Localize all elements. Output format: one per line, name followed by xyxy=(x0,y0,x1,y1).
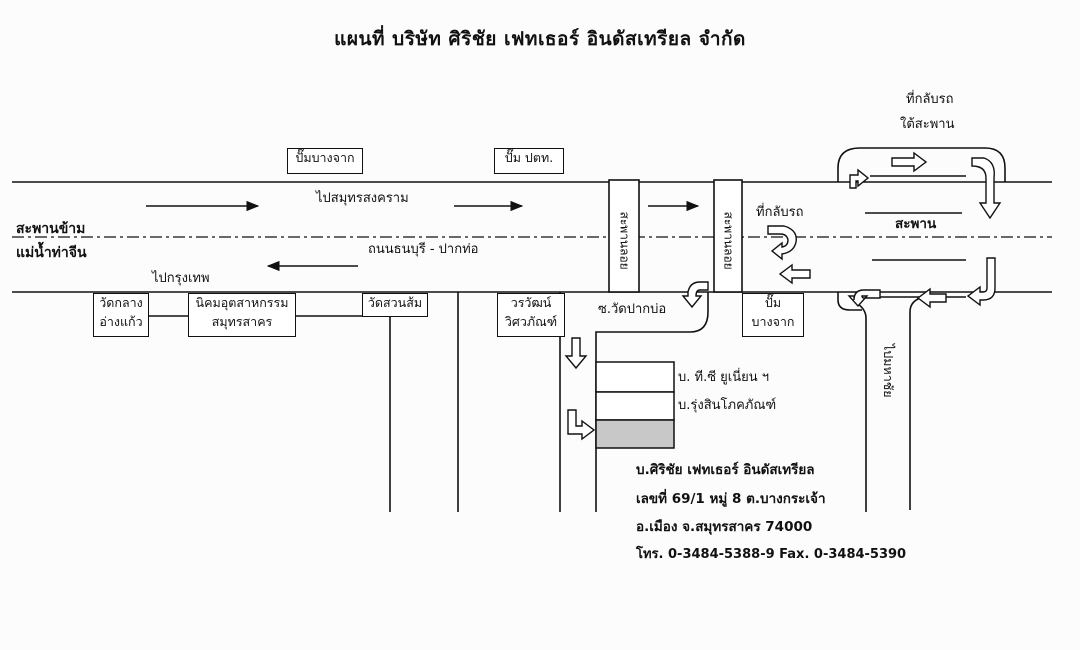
building-sirichai xyxy=(595,419,675,449)
overpass-1 xyxy=(608,179,640,293)
label-to-mahachai: ไปมหาชัย xyxy=(881,344,896,398)
label-to-bangkok: ไปกรุงเทพ xyxy=(152,271,210,286)
building-tc-union xyxy=(595,361,675,393)
arrow-turn-company xyxy=(567,409,596,441)
label-building-rungsin: บ.รุ่งสินโภคภัณฑ์ xyxy=(678,398,777,413)
arrow-up-right-1 xyxy=(849,168,870,189)
arrow-curve-down-right xyxy=(971,157,1002,220)
woravan-line1: วรวัฒน์ xyxy=(510,295,552,310)
wat-klang-box: วัดกลาง อ่างแก้ว xyxy=(93,293,149,337)
industrial-line1: นิคมอุตสาหกรรม xyxy=(195,295,289,310)
arrow-curve-down-mid xyxy=(966,257,996,307)
label-to-samut-songkhram: ไปสมุทรสงคราม xyxy=(316,191,409,206)
label-bridge-line1: สะพานข้าม xyxy=(16,221,86,237)
company-address-2: อ.เมือง จ.สมุทรสาคร 74000 xyxy=(636,519,813,535)
label-soi-wat-pak-bo: ซ.วัดปากบ่อ xyxy=(598,302,667,317)
map-title: แผนที่ บริษัท ศิริชัย เฟทเธอร์ อินดัสเทร… xyxy=(334,28,746,50)
pump-ptt: ปั๊ม ปตท. xyxy=(494,148,564,174)
pump-bangjak-bottom-line1: ปั๊ม xyxy=(764,295,782,310)
label-overpass-1: สะพานลอย xyxy=(617,211,632,270)
pump-bangjak-top-label: ปั๊มบางจาก xyxy=(295,150,355,165)
label-u-turn-under-1: ที่กลับรถ xyxy=(906,92,954,107)
pump-bangjak-bottom-line2: บางจาก xyxy=(751,314,795,329)
label-u-turn-under-2: ใต้สะพาน xyxy=(900,117,955,132)
label-u-turn: ที่กลับรถ xyxy=(756,205,804,220)
arrow-left-bridge-bottom xyxy=(916,287,947,309)
wat-suan-som-label: วัดสวนส้ม xyxy=(367,295,423,310)
industrial-line2: สมุทรสาคร xyxy=(211,314,273,329)
arrow-turn-soi xyxy=(681,281,709,309)
company-address-1: เลขที่ 69/1 หมู่ 8 ต.บางกระเจ้า xyxy=(636,491,826,507)
arrow-right-bridge-top xyxy=(891,151,928,173)
pump-bangjak-top: ปั๊มบางจาก xyxy=(287,148,363,174)
pump-bangjak-bottom-box: ปั๊ม บางจาก xyxy=(742,293,804,337)
arrow-down-soi xyxy=(564,337,588,370)
company-contact: โทร. 0-3484-5388-9 Fax. 0-3484-5390 xyxy=(636,547,907,562)
label-building-tc-union: บ. ที.ซี ยูเนี่ยน ฯ xyxy=(678,370,770,385)
arrow-uturn xyxy=(767,225,797,261)
wat-suan-som-box: วัดสวนส้ม xyxy=(362,293,428,317)
pump-ptt-label: ปั๊ม ปตท. xyxy=(504,150,554,165)
industrial-estate-box: นิคมอุตสาหกรรม สมุทรสาคร xyxy=(188,293,296,337)
woravan-box: วรวัฒน์ วิศวภัณฑ์ xyxy=(497,293,565,337)
woravan-line2: วิศวภัณฑ์ xyxy=(504,314,558,329)
company-name: บ.ศิริชัย เฟทเธอร์ อินดัสเทรียล xyxy=(636,462,815,478)
wat-klang-line2: อ่างแก้ว xyxy=(99,314,143,329)
label-bridge-right: สะพาน xyxy=(895,216,937,232)
arrow-left-small xyxy=(778,263,811,285)
label-overpass-2: สะพานลอย xyxy=(721,211,736,270)
building-rungsin xyxy=(595,391,675,421)
overpass-2 xyxy=(713,179,743,293)
arrow-curve-left-low xyxy=(847,289,881,308)
wat-klang-line1: วัดกลาง xyxy=(99,295,143,310)
label-bridge-line2: แม่น้ำท่าจีน xyxy=(16,245,87,261)
label-road-name: ถนนธนบุรี - ปากท่อ xyxy=(368,242,479,257)
